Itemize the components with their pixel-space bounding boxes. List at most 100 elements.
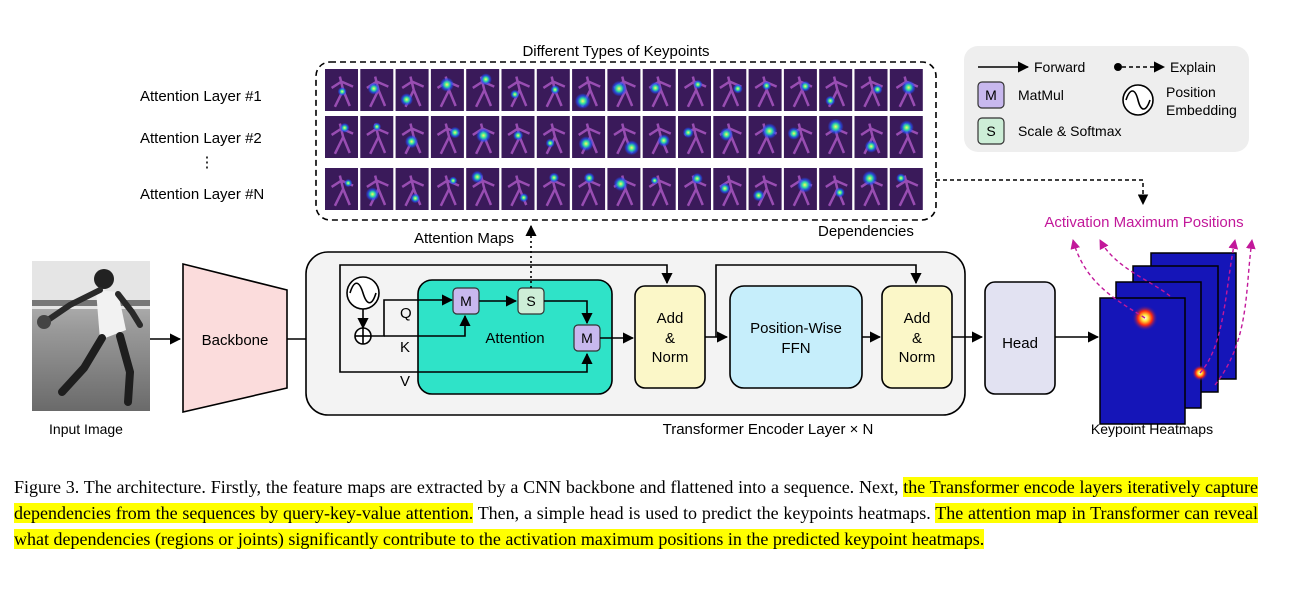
head-block (984, 281, 1056, 395)
attention-hotspot (448, 176, 458, 185)
attention-map-figure (366, 123, 389, 155)
key-line (384, 314, 471, 337)
attention-map-figure (330, 175, 354, 207)
attention-map-figure (578, 123, 601, 155)
attention-map-tile (678, 116, 711, 158)
architecture-diagram: Different Types of Keypoints Attention L… (32, 43, 1256, 438)
attention-maps-panel (315, 61, 937, 221)
attention-hotspot (657, 134, 670, 147)
attention-hotspot (719, 182, 731, 195)
attention-map-tile (360, 116, 394, 158)
explain-arrow-to-heatmaps (936, 179, 1149, 206)
position-embedding-icon (346, 276, 380, 310)
backbone-label: Backbone (202, 332, 269, 349)
attention-maps-label: Attention Maps (414, 230, 514, 247)
attention-map-tile (395, 168, 429, 210)
attention-hotspot (471, 170, 484, 184)
attention-map-tile (430, 116, 464, 158)
legend-softmax-icon (977, 117, 1005, 145)
legend-position-label-2: Embedding (1166, 102, 1237, 118)
attention-hotspot (761, 123, 778, 139)
attention-hotspot (545, 138, 555, 148)
attention-hotspot (405, 134, 419, 149)
attention-hotspot (732, 83, 743, 94)
attention-map-tile (819, 168, 853, 210)
attention-map-figure (401, 76, 425, 108)
attention-map-figure (719, 76, 742, 108)
attention-hotspot (578, 136, 594, 152)
legend-explain-label: Explain (1170, 59, 1216, 75)
caption-part-2: Then, a simple head is used to predict t… (473, 503, 936, 523)
attention-map-tile (536, 116, 570, 158)
attention-hotspot (400, 93, 414, 106)
attention-map-figure (507, 76, 531, 108)
value-label: V (400, 373, 410, 390)
attention-hotspot (583, 172, 595, 184)
attention-hotspot (719, 127, 734, 142)
legend-matmul-symbol: M (985, 87, 997, 103)
attention-hotspot (365, 187, 380, 202)
attention-map-figure (754, 175, 778, 207)
caption-part-1: Figure 3. The architecture. Firstly, the… (14, 477, 904, 497)
attention-map-tile (501, 168, 535, 210)
attention-hotspot (693, 79, 703, 90)
attention-map-figure (436, 175, 460, 207)
attention-map-figure (472, 76, 495, 108)
transformer-encoder-label: Transformer Encoder Layer × N (663, 421, 874, 438)
head-label: Head (1002, 335, 1038, 352)
attention-hotspot (476, 128, 491, 143)
attention-hotspot (574, 93, 591, 109)
keypoint-types-title: Different Types of Keypoints (522, 43, 709, 60)
add-operator-icon (354, 327, 372, 345)
attention-map-tile (395, 69, 429, 111)
attention-map-figure (472, 175, 495, 207)
attention-map-tile (642, 168, 676, 210)
attention-map-tile (325, 168, 358, 210)
attention-hotspot (513, 130, 524, 141)
attention-hotspot (372, 122, 382, 131)
softmax-to-matmul-arrow (544, 300, 593, 325)
attention-hotspot (827, 118, 844, 135)
attention-hotspot (439, 77, 455, 92)
attention-layer-1-label: Attention Layer #1 (140, 88, 262, 105)
attention-hotspot (550, 84, 560, 95)
attention-hotspot (799, 80, 811, 92)
key-label: K (400, 339, 410, 356)
attention-map-tile (889, 168, 923, 210)
ffn-block (729, 285, 863, 389)
value-line (339, 339, 593, 373)
attention-hotspot (896, 173, 906, 183)
query-label: Q (400, 305, 412, 322)
attention-map-figure (683, 123, 707, 155)
attention-hotspot (901, 80, 916, 95)
residual-connection-1 (339, 264, 673, 339)
attention-hotspot (367, 82, 380, 95)
activation-max-label: Activation Maximum Positions (1044, 214, 1243, 231)
attention-map-figure (683, 175, 707, 207)
attention-hotspot (339, 122, 350, 133)
matmul-v-symbol: M (581, 330, 593, 346)
legend-explain-dot (1114, 63, 1122, 71)
figure-caption: Figure 3. The architecture. Firstly, the… (14, 474, 1258, 552)
attention-hotspot (449, 126, 461, 139)
attention-hotspot (410, 193, 421, 204)
attention-hotspot (611, 80, 627, 97)
attention-hotspot (864, 140, 878, 153)
backbone-block (182, 262, 288, 414)
keypoint-heatmaps-label: Keypoint Heatmaps (1091, 421, 1213, 437)
attention-layer-n-label: Attention Layer #N (140, 186, 264, 203)
ffn-line1: Position-Wise (750, 320, 842, 337)
legend-forward-label: Forward (1034, 59, 1085, 75)
attention-map-figure (683, 76, 707, 108)
vertical-ellipsis: ⋮ (200, 154, 215, 171)
legend-softmax-symbol: S (986, 123, 995, 139)
attention-hotspot (613, 176, 628, 192)
attention-hotspot (682, 127, 694, 138)
attention-hotspot (862, 170, 878, 186)
attention-map-figure (578, 76, 601, 108)
legend-position-label-1: Position (1166, 84, 1216, 100)
attention-map-figure (542, 175, 566, 207)
attention-hotspot (899, 120, 914, 135)
attention-hotspot (624, 140, 640, 156)
attention-map-tiles (325, 69, 923, 210)
